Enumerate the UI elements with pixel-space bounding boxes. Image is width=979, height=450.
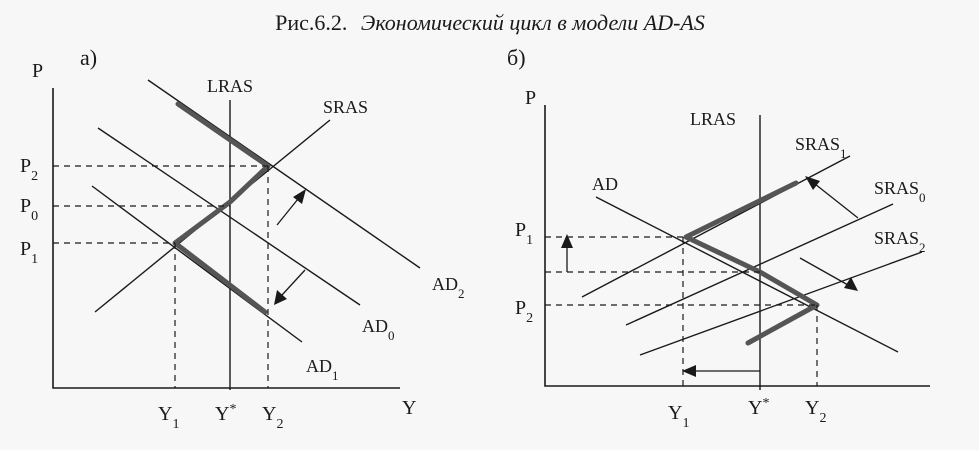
panel-a-shift-arrow-down	[274, 269, 306, 305]
panel-a-ad2-text: AD	[432, 274, 458, 294]
panel-b-price-p2: P2	[515, 297, 533, 326]
panel-a-ad2-sub: 2	[458, 286, 465, 301]
panel-a-shift-arrow-up	[276, 189, 306, 226]
panel-a-output-y2-sub: 2	[276, 417, 283, 432]
panel-a-ad1-sub: 1	[332, 368, 339, 383]
panel-b-ad-line	[595, 196, 899, 353]
panel-b-price-p2-base: P	[515, 297, 526, 319]
panel-b-sras-shift-up-arrow	[805, 176, 859, 219]
panel-b-adjustment-path	[683, 180, 820, 346]
panel-a-adjustment-path	[172, 101, 271, 315]
panel-b-axes	[544, 105, 930, 387]
panel-b-price-p1-sub: 1	[526, 233, 533, 248]
panel-b-ad-label: AD	[592, 174, 618, 194]
figure-title-text: Экономический цикл в модели AD-AS	[361, 10, 705, 35]
panel-b: б) P LRAS AD SRAS1 SRAS0 SRAS2	[507, 45, 930, 431]
panel-b-sras0-text: SRAS	[874, 178, 919, 198]
panel-b-sras1-label: SRAS1	[795, 134, 847, 161]
panel-b-output-ystar-base: Y	[748, 397, 762, 419]
panel-b-output-y1-base: Y	[668, 402, 682, 424]
panel-b-price-up-arrow	[561, 234, 573, 272]
panel-a-ad0-sub: 0	[388, 328, 395, 343]
panel-a-price-p1-sub: 1	[31, 252, 38, 267]
panel-b-output-ystar: Y*	[748, 396, 769, 420]
panel-b-sras1-line	[581, 155, 851, 298]
panel-a-y-axis-label: P	[32, 60, 43, 82]
panel-a: а) P Y LRAS SRAS AD2 AD0 AD1	[20, 45, 465, 432]
panel-b-output-left-arrow	[682, 365, 760, 377]
figure-title-prefix: Рис.6.2.	[275, 10, 347, 35]
panel-b-lras-label: LRAS	[690, 109, 736, 129]
figure-title: Рис.6.2. Экономический цикл в модели AD-…	[275, 10, 705, 35]
panel-a-price-p1: P1	[20, 238, 38, 267]
panel-b-price-p1: P1	[515, 219, 533, 248]
panel-a-lras-label: LRAS	[207, 76, 253, 96]
panel-a-output-y1-base: Y	[158, 403, 172, 425]
panel-b-output-y2-sub: 2	[819, 411, 826, 426]
panel-a-ad0-label: AD0	[362, 316, 395, 343]
panel-b-output-y2: Y2	[805, 397, 826, 426]
panel-b-sras-shift-down-arrow	[799, 257, 858, 291]
panel-a-ad0-line	[97, 127, 361, 306]
panel-a-label: а)	[80, 45, 97, 70]
panel-a-ad1-line	[91, 185, 303, 343]
panel-b-sras1-text: SRAS	[795, 134, 840, 154]
panel-b-sras2-label: SRAS2	[874, 228, 926, 255]
panel-b-output-y1-sub: 1	[682, 416, 689, 431]
panel-a-ad1-label: AD1	[306, 356, 339, 383]
panel-a-price-p1-base: P	[20, 238, 31, 260]
panel-b-y-axis-label: P	[525, 87, 536, 109]
panel-a-output-y1: Y1	[158, 403, 179, 432]
panel-b-sras1-sub: 1	[840, 146, 847, 161]
panel-a-ad2-label: AD2	[432, 274, 465, 301]
panel-a-price-p0: P0	[20, 195, 38, 224]
panel-b-sras0-label: SRAS0	[874, 178, 926, 205]
panel-a-price-p0-base: P	[20, 195, 31, 217]
panel-b-sras2-line	[639, 251, 923, 356]
panel-a-output-y1-sub: 1	[172, 417, 179, 432]
panel-a-price-p2-base: P	[20, 155, 31, 177]
panel-a-output-ystar-base: Y	[215, 403, 229, 425]
panel-b-sras0-sub: 0	[919, 190, 926, 205]
panel-a-axes	[52, 88, 400, 389]
panel-b-output-y2-base: Y	[805, 397, 819, 419]
panel-a-price-p2: P2	[20, 155, 38, 184]
panel-a-price-p2-sub: 2	[31, 169, 38, 184]
panel-a-output-y2-base: Y	[262, 403, 276, 425]
panel-b-output-ystar-sup: *	[762, 396, 769, 411]
panel-a-ad0-text: AD	[362, 316, 388, 336]
panel-b-output-y1: Y1	[668, 402, 689, 431]
panel-b-sras2-text: SRAS	[874, 228, 919, 248]
panel-a-output-ystar: Y*	[215, 402, 236, 426]
panel-a-ad1-text: AD	[306, 356, 332, 376]
panel-a-price-p0-sub: 0	[31, 209, 38, 224]
panel-a-output-ystar-sup: *	[229, 402, 236, 417]
panel-a-output-y2: Y2	[262, 403, 283, 432]
panel-b-price-p1-base: P	[515, 219, 526, 241]
panel-b-sras2-sub: 2	[919, 240, 926, 255]
panel-a-ad2-line	[147, 79, 421, 269]
panel-a-x-axis-label: Y	[402, 397, 416, 419]
panel-b-price-p2-sub: 2	[526, 311, 533, 326]
panel-b-label: б)	[507, 45, 526, 70]
panel-a-sras-label: SRAS	[323, 97, 368, 117]
